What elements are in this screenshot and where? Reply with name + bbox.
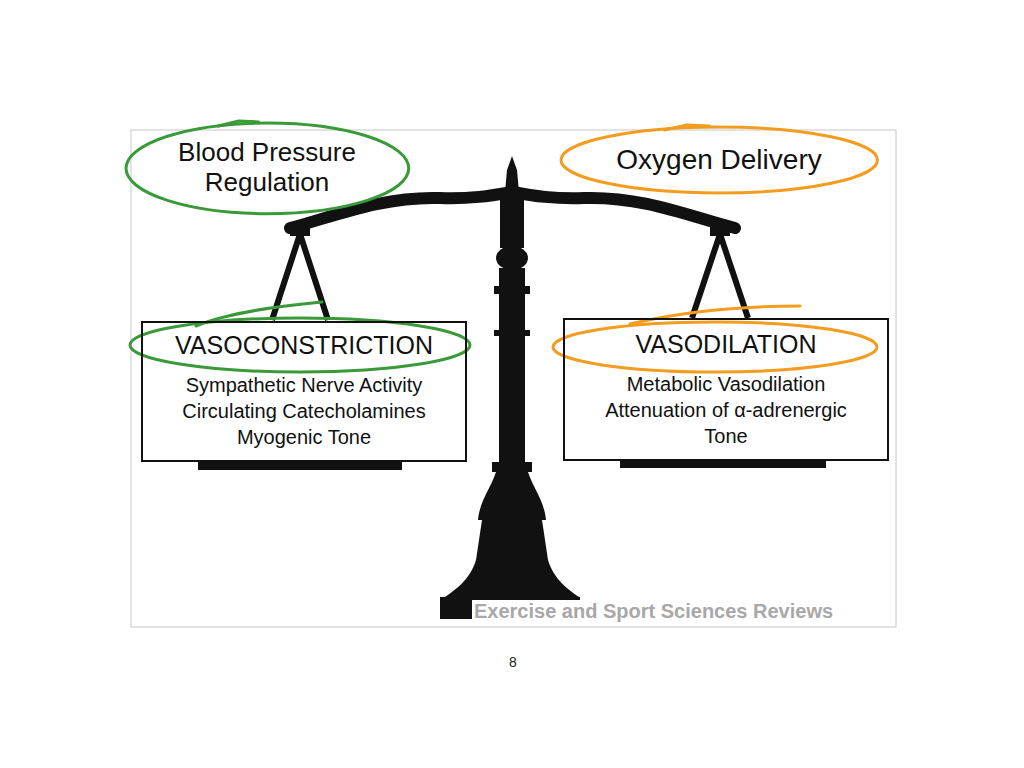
ellipse-outline — [561, 127, 878, 193]
orange-annotation-tick — [630, 306, 800, 324]
scale-flare — [478, 472, 546, 520]
ellipse-tick — [218, 121, 258, 126]
scale-neck — [500, 192, 524, 248]
beam-hook — [290, 222, 310, 236]
item-text: Myogenic Tone — [151, 424, 457, 450]
heading-text: VASOCONSTRICTION — [149, 331, 459, 360]
scale-knob — [496, 246, 528, 270]
item-text: Metabolic Vasodilation — [573, 371, 879, 397]
scale-beam — [290, 192, 735, 228]
heading-text: Oxygen Delivery — [589, 144, 849, 176]
scale-ring — [492, 462, 532, 472]
scale-foot — [445, 520, 579, 597]
watermark: Exercise and Sport Sciences Reviews — [472, 600, 835, 623]
text-group: VASODILATION Metabolic VasodilationAttenu… — [565, 320, 887, 459]
pan-bar — [198, 462, 402, 470]
text-group: VASOCONSTRICTION Sympathetic Nerve Activi… — [143, 323, 465, 458]
item-text: Circulating Catecholamines — [151, 398, 457, 424]
pan-box: VASODILATION Metabolic VasodilationAttenu… — [563, 318, 889, 461]
pan-hanger — [692, 234, 748, 318]
item-text: Sympathetic Nerve Activity — [151, 372, 457, 398]
heading-text: Blood Pressure Regulation — [160, 138, 375, 198]
ellipse-outline — [126, 123, 409, 214]
text-group: Oxygen Delivery — [558, 134, 881, 186]
scale-ring — [494, 330, 530, 336]
scale-ring — [494, 286, 530, 294]
scale-shaft — [499, 268, 525, 470]
green-annotation-ellipse — [130, 318, 470, 372]
circled-heading: Oxygen Delivery — [558, 124, 881, 196]
circled-heading: Blood Pressure Regulation — [123, 120, 412, 217]
pan-box: VASOCONSTRICTION Sympathetic Nerve Activi… — [141, 321, 467, 462]
beam-hook — [710, 222, 730, 236]
page-number: 8 — [507, 654, 519, 670]
figure-panel — [131, 130, 896, 627]
item-text: Attenuation of α-adrenergic Tone — [586, 397, 866, 449]
ellipse-tick — [664, 125, 709, 130]
scale-column — [440, 156, 580, 619]
pan-bar — [620, 460, 826, 468]
heading-text: VASODILATION — [571, 330, 881, 359]
text-group: Blood Pressure Regulation — [123, 128, 412, 208]
